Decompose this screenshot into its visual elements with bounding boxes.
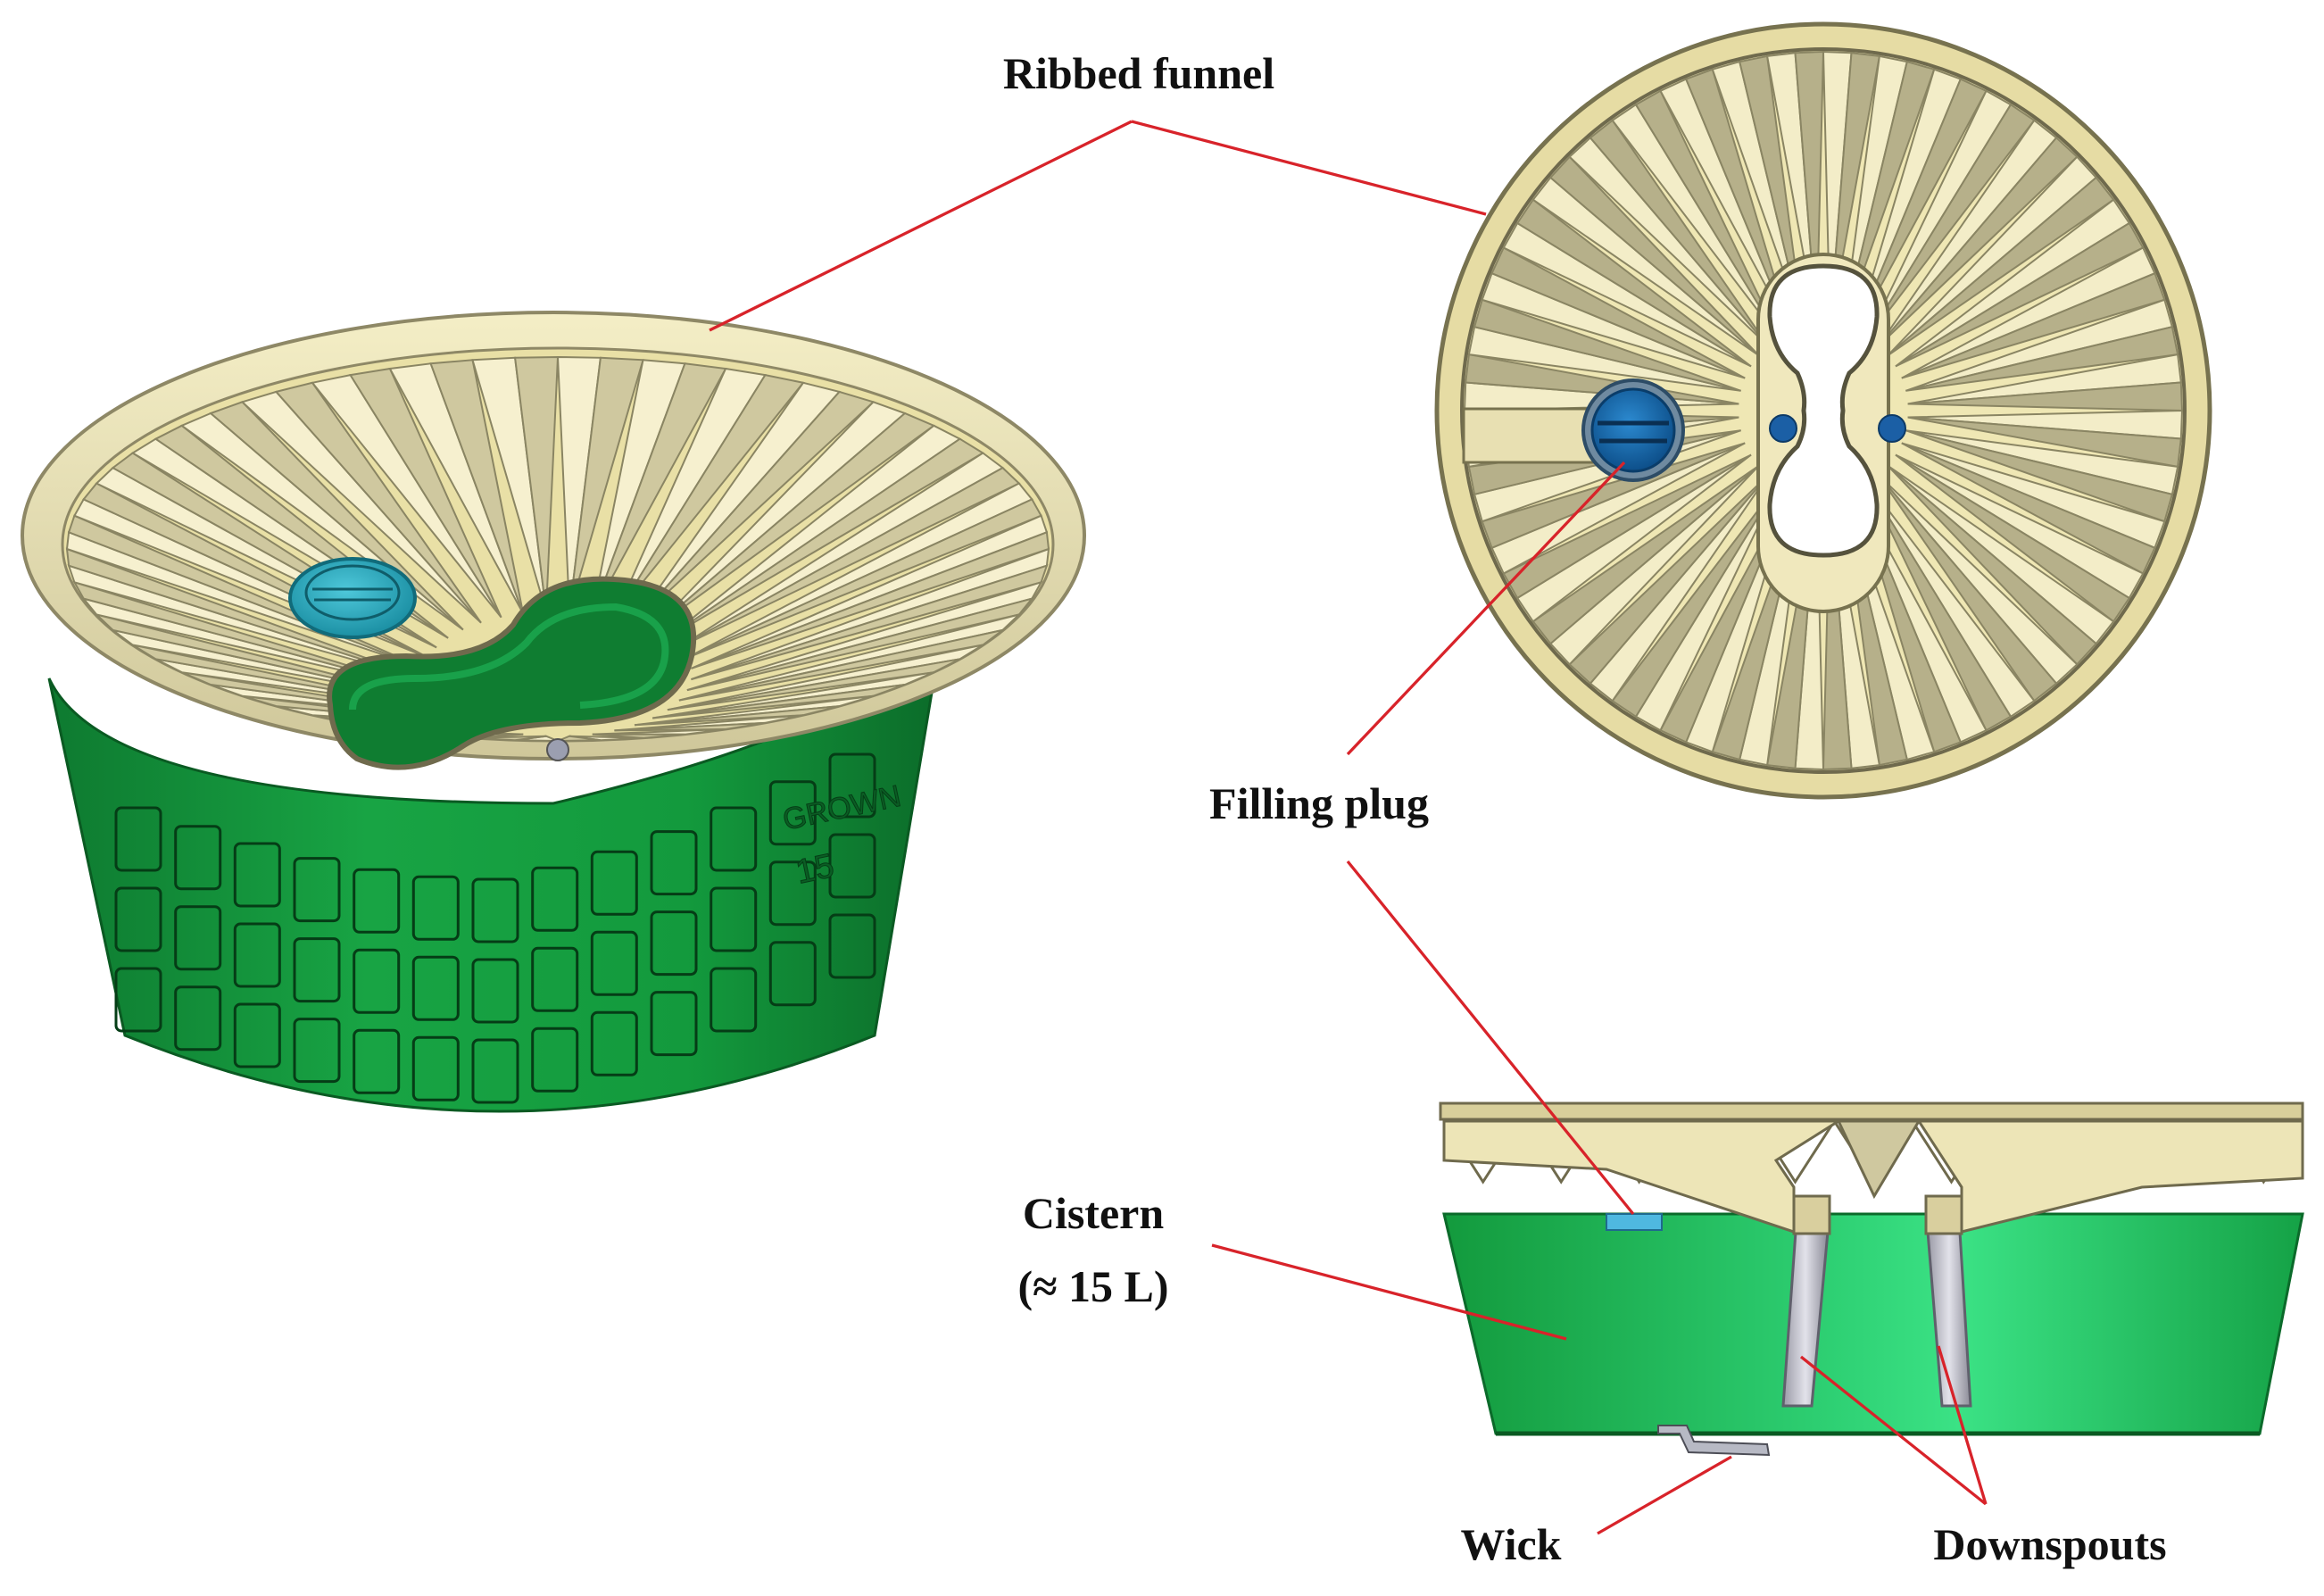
central-opening-iso: [327, 576, 697, 770]
leader-wick: [1597, 1455, 1732, 1535]
label-cistern: Cistern: [1023, 1188, 1164, 1238]
leader-downspout-left: [1799, 1355, 1988, 1506]
body-panel-grid: [114, 752, 876, 1104]
leader-filling-plug-section: [1346, 860, 1635, 1216]
downspouts-section: [1781, 1194, 1972, 1408]
leader-cistern: [1211, 1243, 1567, 1341]
wick-section: [1657, 1425, 1771, 1457]
leader-ribbed-funnel-right: [1131, 120, 1487, 216]
cross-section-view: [1439, 1101, 2304, 1457]
funnel-rim-section: [1439, 1101, 2304, 1121]
leader-downspout-right: [1937, 1345, 1988, 1505]
cistern-body-section: [1442, 1212, 2304, 1435]
funnel-ribs-iso: [65, 355, 1050, 742]
embossed-volume-text: 15: [793, 847, 837, 892]
leader-filling-plug-top: [1346, 461, 1626, 756]
filling-plug-section: [1606, 1213, 1663, 1231]
filling-plug-top: [1581, 378, 1685, 482]
funnel-ribs-section: [1442, 1118, 2304, 1234]
top-view-funnel: [1434, 21, 2212, 800]
label-cistern-volume: (≈ 15 L): [1017, 1261, 1168, 1311]
label-wick: Wick: [1461, 1519, 1562, 1569]
central-opening-top: [1767, 263, 1880, 558]
leader-lines: [709, 120, 1988, 1535]
leader-ribbed-funnel-left: [709, 120, 1133, 332]
label-downspouts: Downspouts: [1933, 1519, 2166, 1569]
isometric-cistern-view: GROWN 15: [21, 311, 1086, 1113]
label-filling-plug: Filling plug: [1209, 778, 1429, 828]
filling-plug-iso: [288, 557, 417, 639]
label-ribbed-funnel: Ribbed funnel: [1003, 48, 1274, 98]
